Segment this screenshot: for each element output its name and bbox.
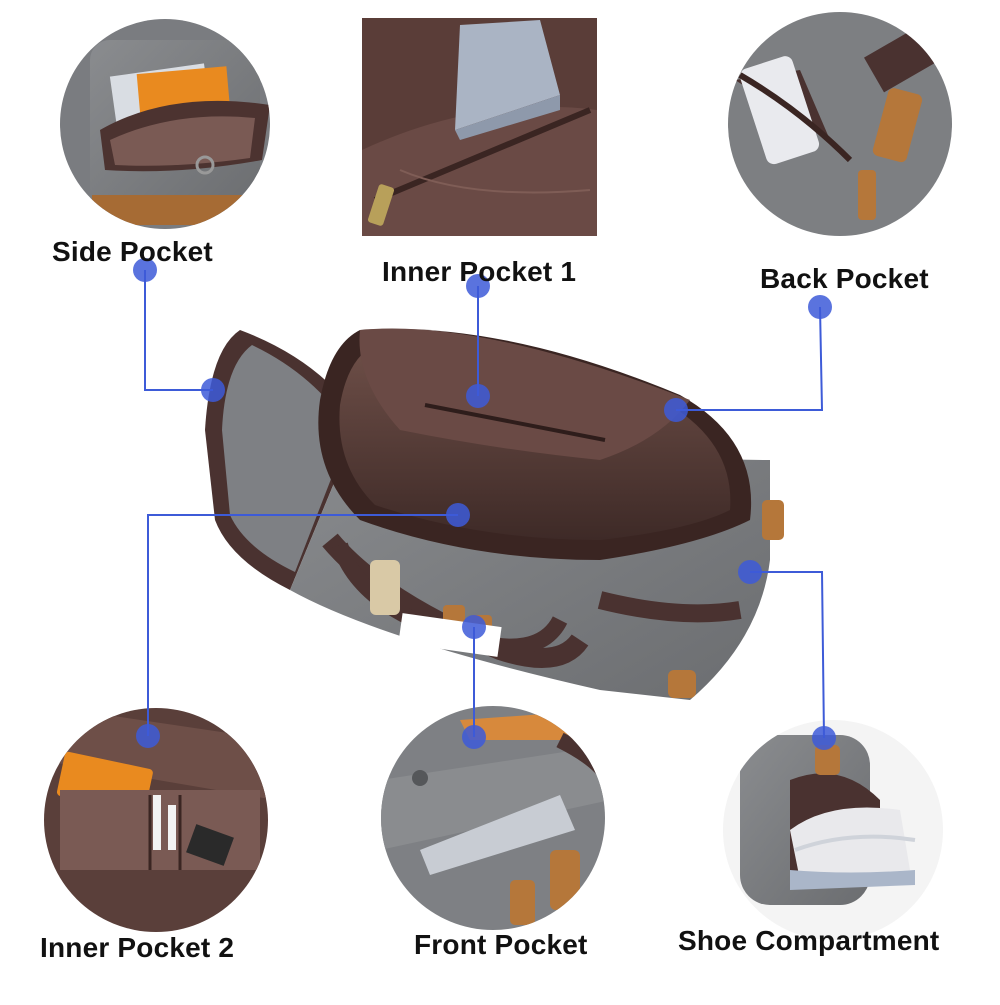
callout-dot	[201, 378, 225, 402]
callout-line-side	[144, 270, 213, 391]
callout-line-inner2	[147, 514, 458, 736]
callout-dot	[133, 258, 157, 282]
inner-pocket-1-photo	[362, 18, 597, 236]
duffel-bag-photo	[205, 328, 784, 700]
callout-dot	[462, 615, 486, 639]
shoe-compartment-photo	[723, 720, 943, 940]
callout-dot	[664, 398, 688, 422]
callout-dot	[466, 384, 490, 408]
callout-dot	[812, 726, 836, 750]
side-pocket-photo	[60, 19, 270, 229]
callout-line-back	[676, 306, 824, 411]
inner-pocket-2-photo	[44, 708, 268, 932]
label-inner-pocket-1: Inner Pocket 1	[382, 256, 577, 287]
callout-dot	[738, 560, 762, 584]
front-pocket-photo	[381, 706, 605, 930]
callout-dot	[136, 724, 160, 748]
label-shoe-compartment: Shoe Compartment	[678, 925, 940, 956]
label-inner-pocket-2: Inner Pocket 2	[40, 932, 235, 963]
callout-dot	[808, 295, 832, 319]
label-front-pocket: Front Pocket	[414, 929, 588, 960]
label-side-pocket: Side Pocket	[52, 236, 213, 267]
callout-line-shoe	[750, 571, 825, 739]
callout-dot	[462, 725, 486, 749]
callout-lines	[144, 270, 825, 739]
callout-dot	[466, 274, 490, 298]
back-pocket-photo	[728, 12, 952, 236]
callout-dots	[133, 258, 836, 750]
label-back-pocket: Back Pocket	[760, 263, 929, 294]
callout-dot	[446, 503, 470, 527]
